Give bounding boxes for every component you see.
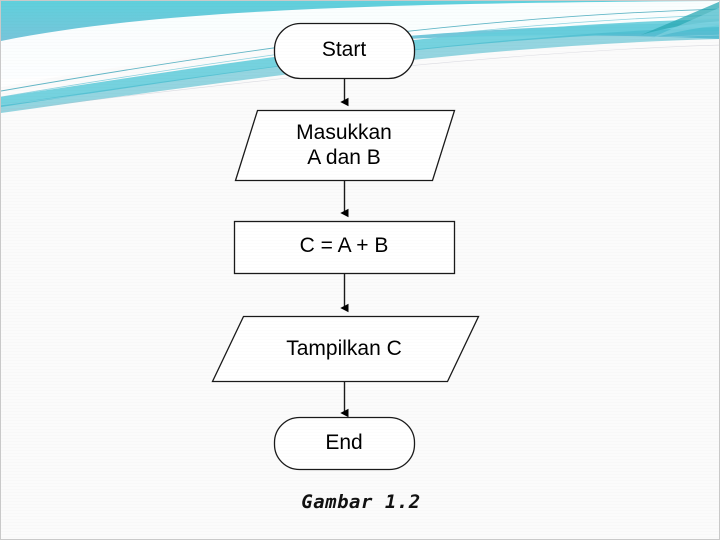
flow-node-start[interactable] [273,22,416,80]
flow-node-process[interactable] [233,220,456,275]
figure-caption: Gambar 1.2 [301,491,421,513]
flowchart-canvas [211,22,480,471]
flow-node-output[interactable] [211,315,480,383]
flow-node-input[interactable] [234,109,456,182]
flow-node-end[interactable] [273,416,416,471]
